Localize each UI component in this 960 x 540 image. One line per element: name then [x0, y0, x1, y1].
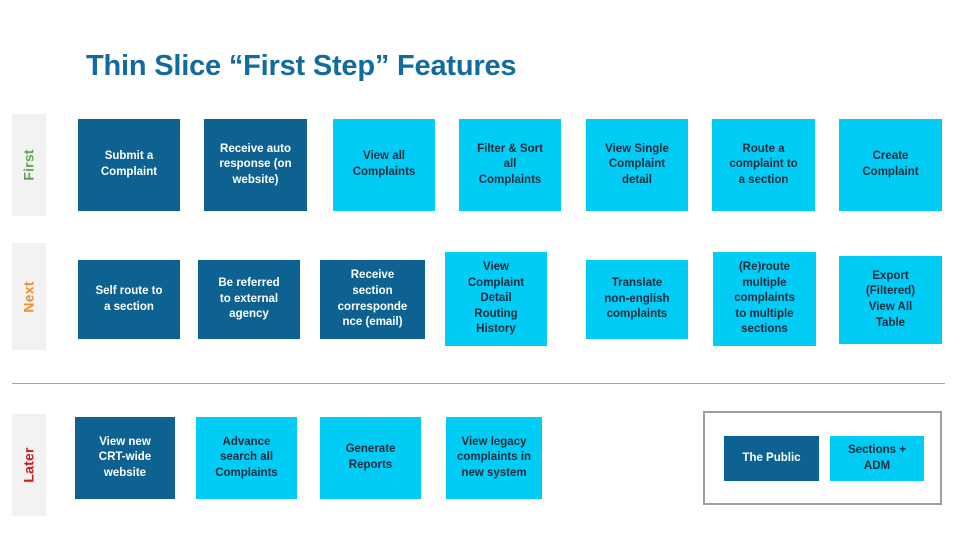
card-label: Receive section corresponde nce (email): [337, 269, 408, 329]
card-view-all-complaints[interactable]: View all Complaints: [333, 119, 435, 211]
card-label: Self route to a section: [95, 284, 163, 313]
card-submit-a-complaint[interactable]: Submit a Complaint: [78, 119, 180, 211]
card-label: Generate Reports: [345, 443, 396, 471]
card-view-single-complaint-detail[interactable]: View Single Complaint detail: [586, 119, 688, 211]
phase-strip-first: First: [12, 114, 46, 216]
card-generate-reports[interactable]: Generate Reports: [320, 417, 421, 499]
card-view-legacy-complaints-in-new-system[interactable]: View legacy complaints in new system: [446, 417, 542, 499]
card-be-referred-to-external-agency[interactable]: Be referred to external agency: [198, 260, 300, 339]
card-label: Receive auto response (on website): [219, 142, 292, 186]
card-receive-section-correspondence[interactable]: Receive section corresponde nce (email): [320, 260, 425, 339]
phase-label-first: First: [21, 149, 37, 181]
card-label: Submit a Complaint: [100, 150, 158, 178]
card-label: Advance search all Complaints: [215, 435, 278, 479]
card-label: View Single Complaint detail: [605, 142, 669, 186]
card-label: Filter & Sort all Complaints: [477, 142, 543, 186]
legend-item-sections-adm: Sections + ADM: [830, 436, 924, 481]
card-label: (Re)route multiple complaints to multipl…: [734, 261, 795, 336]
phase-strip-later: Later: [12, 414, 46, 516]
legend-item-the-public: The Public: [724, 436, 819, 481]
card-self-route-to-a-section[interactable]: Self route to a section: [78, 260, 180, 339]
card-view-complaint-detail-routing-history[interactable]: View Complaint Detail Routing History: [445, 252, 547, 346]
legend-label: The Public: [742, 451, 801, 464]
card-label: Route a complaint to a section: [729, 142, 798, 186]
card-translate-non-english-complaints[interactable]: Translate non-english complaints: [586, 260, 688, 339]
card-label: Export (Filtered) View All Table: [865, 269, 916, 329]
card-create-complaint[interactable]: Create Complaint: [839, 119, 942, 211]
phase-label-next: Next: [21, 280, 37, 313]
card-label: View Complaint Detail Routing History: [467, 261, 525, 336]
card-route-complaint-to-section[interactable]: Route a complaint to a section: [712, 119, 815, 211]
legend-label: Sections + ADM: [848, 443, 906, 472]
card-export-filtered-view-all-table[interactable]: Export (Filtered) View All Table: [839, 256, 942, 344]
card-label: View new CRT-wide website: [98, 435, 152, 479]
card-label: View all Complaints: [352, 150, 416, 178]
card-label: Be referred to external agency: [218, 277, 280, 321]
legend-box: The Public Sections + ADM: [703, 411, 942, 505]
phase-strip-next: Next: [12, 243, 46, 350]
card-filter-sort-all-complaints[interactable]: Filter & Sort all Complaints: [459, 119, 561, 211]
phase-label-later: Later: [21, 447, 38, 483]
card-receive-auto-response[interactable]: Receive auto response (on website): [204, 119, 307, 211]
card-label: View legacy complaints in new system: [456, 435, 532, 479]
page-title: Thin Slice “First Step” Features: [86, 50, 517, 82]
card-label: Translate non-english complaints: [604, 277, 670, 321]
card-advance-search-all-complaints[interactable]: Advance search all Complaints: [196, 417, 297, 499]
card-label: Create Complaint: [862, 150, 919, 178]
card-view-new-crt-wide-website[interactable]: View new CRT-wide website: [75, 417, 175, 499]
section-divider: [12, 383, 945, 384]
card-reroute-multiple-complaints[interactable]: (Re)route multiple complaints to multipl…: [713, 252, 816, 346]
